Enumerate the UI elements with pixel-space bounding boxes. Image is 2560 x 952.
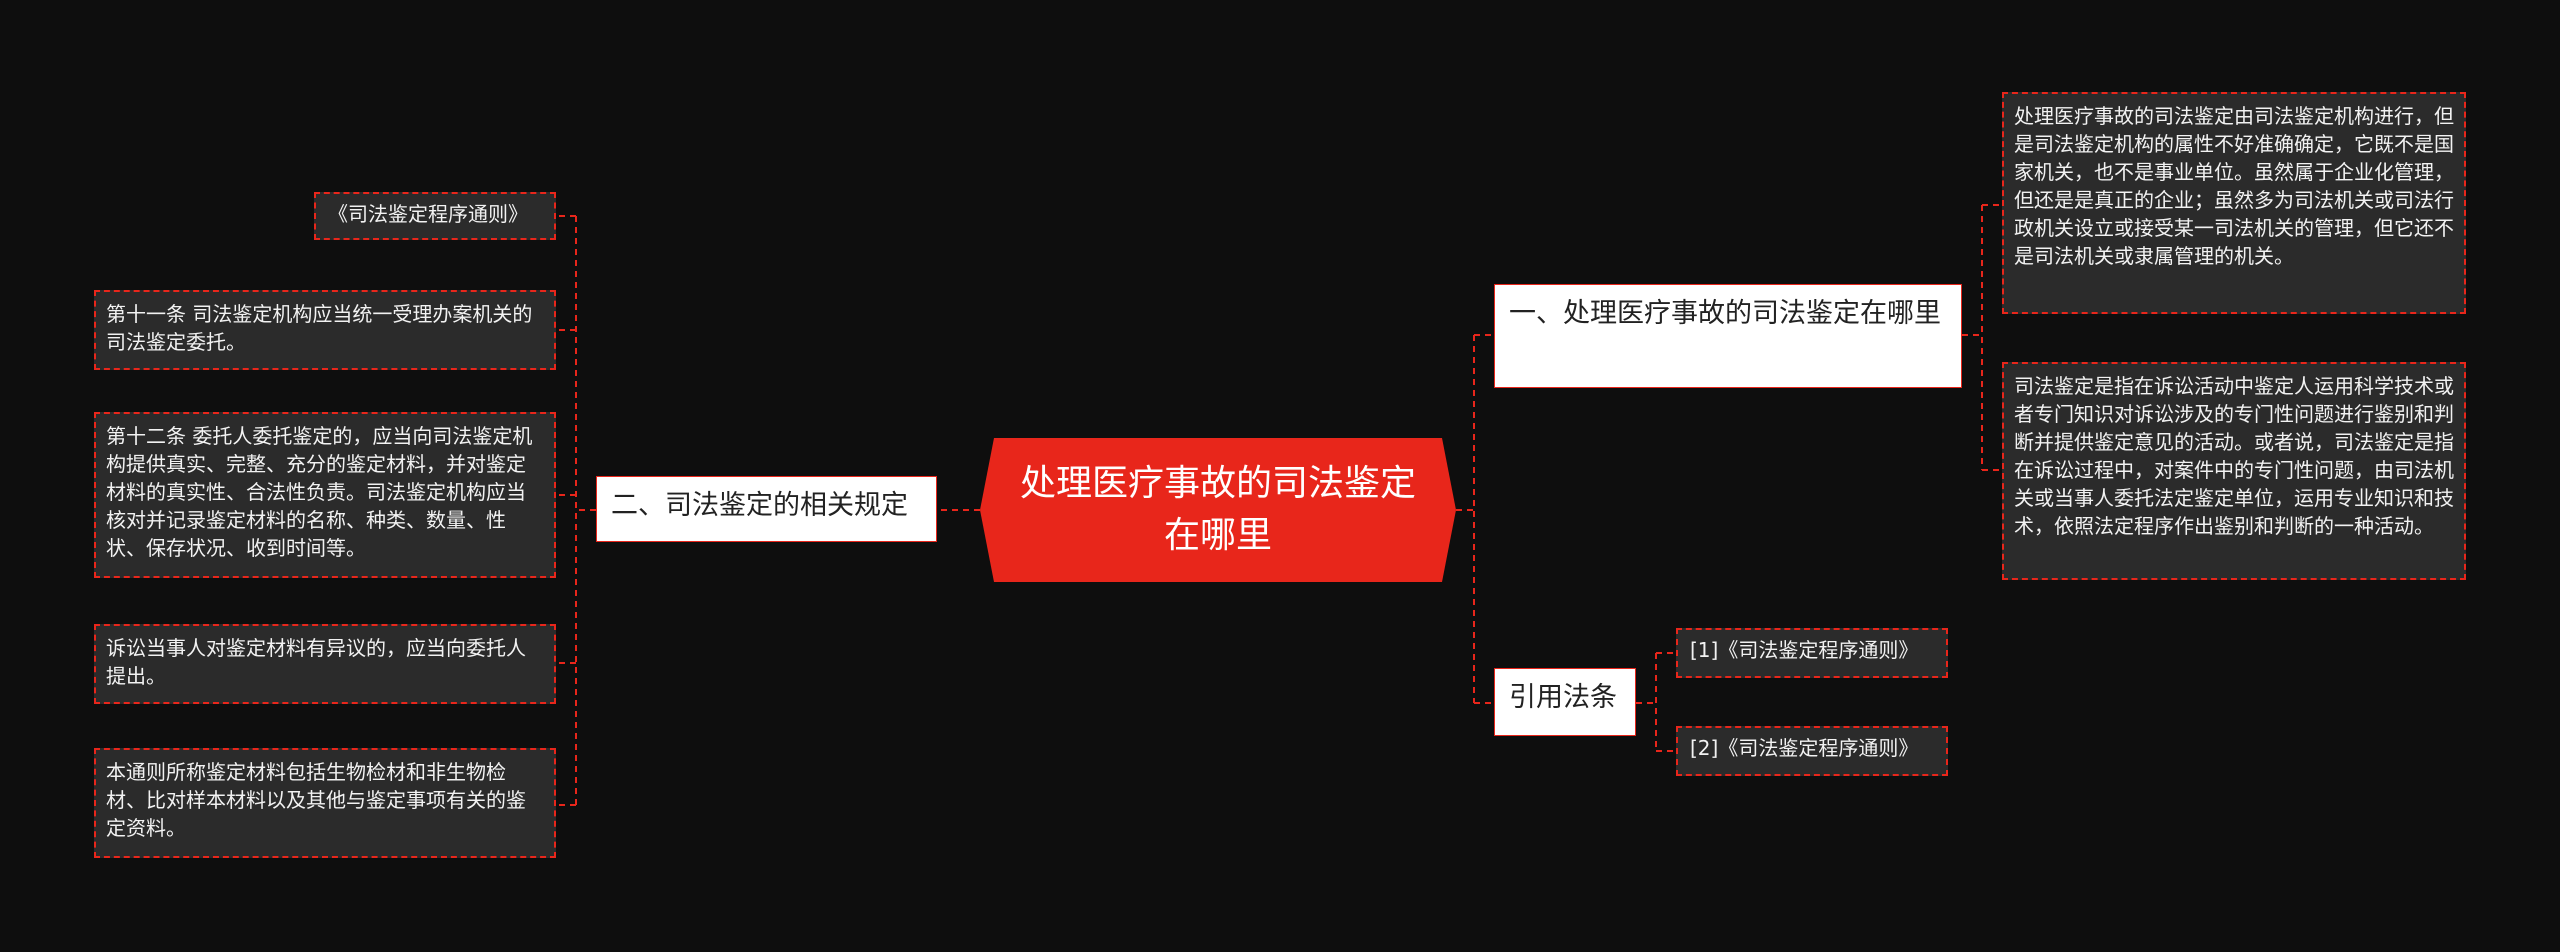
branch-where[interactable]: 一、处理医疗事故的司法鉴定在哪里 — [1494, 284, 1962, 388]
branch-rules[interactable]: 二、司法鉴定的相关规定 — [596, 476, 937, 542]
edge-where-spine — [1962, 205, 1983, 470]
edge-rules-spine — [575, 216, 596, 805]
edge-cite-spine — [1636, 653, 1657, 751]
leaf-cite-2[interactable]: [2]《司法鉴定程序通则》 — [1676, 726, 1948, 776]
leaf-cite-1[interactable]: [1]《司法鉴定程序通则》 — [1676, 628, 1948, 678]
leaf-where-2[interactable]: 司法鉴定是指在诉讼活动中鉴定人运用科学技术或者专门知识对诉讼涉及的专门性问题进行… — [2002, 362, 2466, 580]
central-topic[interactable]: 处理医疗事故的司法鉴定在哪里 — [980, 438, 1456, 582]
leaf-where-1[interactable]: 处理医疗事故的司法鉴定由司法鉴定机构进行，但是司法鉴定机构的属性不好准确确定，它… — [2002, 92, 2466, 314]
leaf-rules-5[interactable]: 本通则所称鉴定材料包括生物检材和非生物检材、比对样本材料以及其他与鉴定事项有关的… — [94, 748, 556, 858]
leaf-rules-4[interactable]: 诉讼当事人对鉴定材料有异议的，应当向委托人提出。 — [94, 624, 556, 704]
leaf-rules-3[interactable]: 第十二条 委托人委托鉴定的，应当向司法鉴定机构提供真实、完整、充分的鉴定材料，并… — [94, 412, 556, 578]
branch-cite[interactable]: 引用法条 — [1494, 668, 1636, 736]
leaf-rules-1[interactable]: 《司法鉴定程序通则》 — [314, 192, 556, 240]
leaf-rules-2[interactable]: 第十一条 司法鉴定机构应当统一受理办案机关的司法鉴定委托。 — [94, 290, 556, 370]
